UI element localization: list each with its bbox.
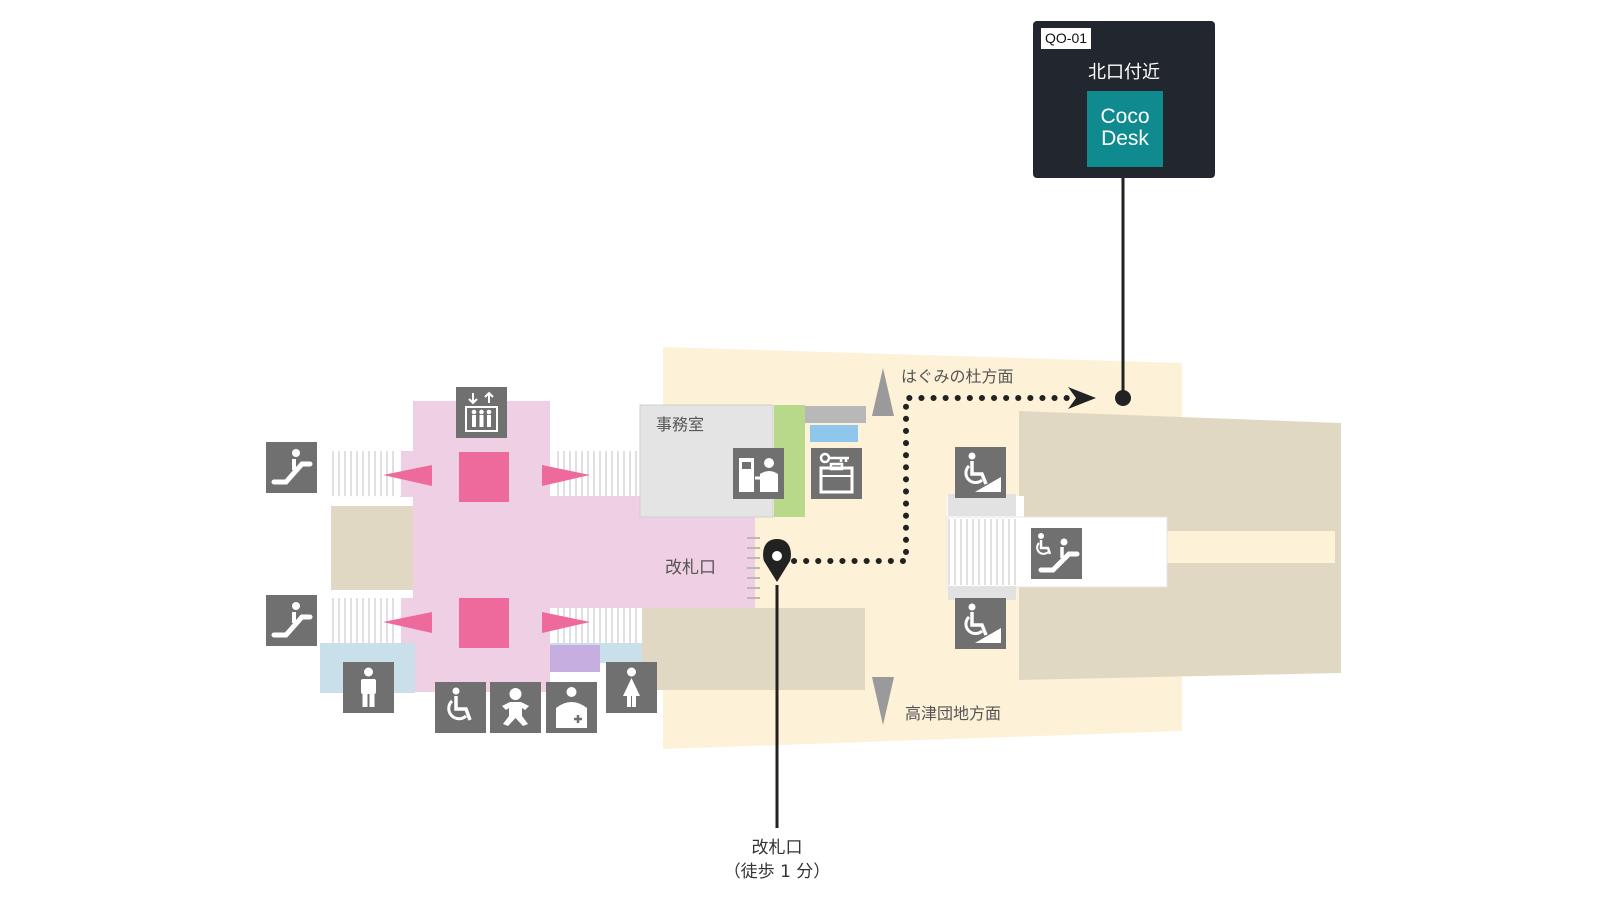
stair-landing-bottom xyxy=(948,586,1016,600)
locker-callout[interactable]: QO-01 北口付近 Coco Desk xyxy=(1033,21,1215,178)
locker-code-badge: QO-01 xyxy=(1041,28,1092,49)
multipurpose-room xyxy=(550,645,600,672)
womens-restroom-icon xyxy=(606,662,657,713)
route-arrowhead xyxy=(1068,387,1096,409)
accessible-restroom-icon xyxy=(435,682,486,733)
logo-line-1: Coco xyxy=(1100,105,1150,128)
arrow-se xyxy=(542,612,590,633)
locker-blue xyxy=(810,425,858,442)
walking-time-label: （徒歩 1 分） xyxy=(724,862,831,882)
escalator-icon xyxy=(266,442,317,493)
stair-block-north xyxy=(459,452,509,502)
ticket-gate-label: 改札口 xyxy=(665,558,716,578)
arrow-nw xyxy=(383,465,432,486)
baby-care-icon xyxy=(490,682,541,733)
ticket-machine-icon xyxy=(733,448,784,499)
stair-block-south xyxy=(459,598,509,648)
wheelchair-ramp-icon xyxy=(955,598,1006,649)
wheelchair-ramp-icon xyxy=(955,447,1006,498)
locker-gray xyxy=(805,406,866,423)
office-label: 事務室 xyxy=(656,415,704,434)
walking-route xyxy=(791,395,1071,564)
stairs-southwest xyxy=(331,598,401,643)
locker-location-label: 北口付近 xyxy=(1088,62,1160,83)
stair-landing-top xyxy=(948,494,1016,516)
south-arrow xyxy=(872,677,894,725)
north-direction-label: はぐみの杜方面 xyxy=(901,367,1013,386)
stairs-northwest xyxy=(331,451,401,496)
cocodesk-logo: Coco Desk xyxy=(1087,91,1163,167)
escalator-icon xyxy=(266,595,317,646)
logo-line-2: Desk xyxy=(1101,127,1149,150)
accessible-escalator-icon xyxy=(1031,528,1082,579)
south-block xyxy=(640,608,865,690)
ostomate-icon xyxy=(546,682,597,733)
east-corridor xyxy=(1165,531,1335,563)
map-pin-icon xyxy=(763,539,791,582)
south-direction-label: 高津団地方面 xyxy=(905,704,1001,723)
elevator-icon xyxy=(456,387,507,438)
coin-locker-icon xyxy=(811,448,862,499)
mens-restroom-icon xyxy=(343,662,394,713)
west-block xyxy=(331,506,413,590)
arrow-sw xyxy=(383,612,432,633)
route-start-label: 改札口 xyxy=(752,838,803,858)
arrow-ne xyxy=(542,465,590,486)
north-arrow xyxy=(872,368,894,416)
ticket-gates xyxy=(747,537,760,599)
